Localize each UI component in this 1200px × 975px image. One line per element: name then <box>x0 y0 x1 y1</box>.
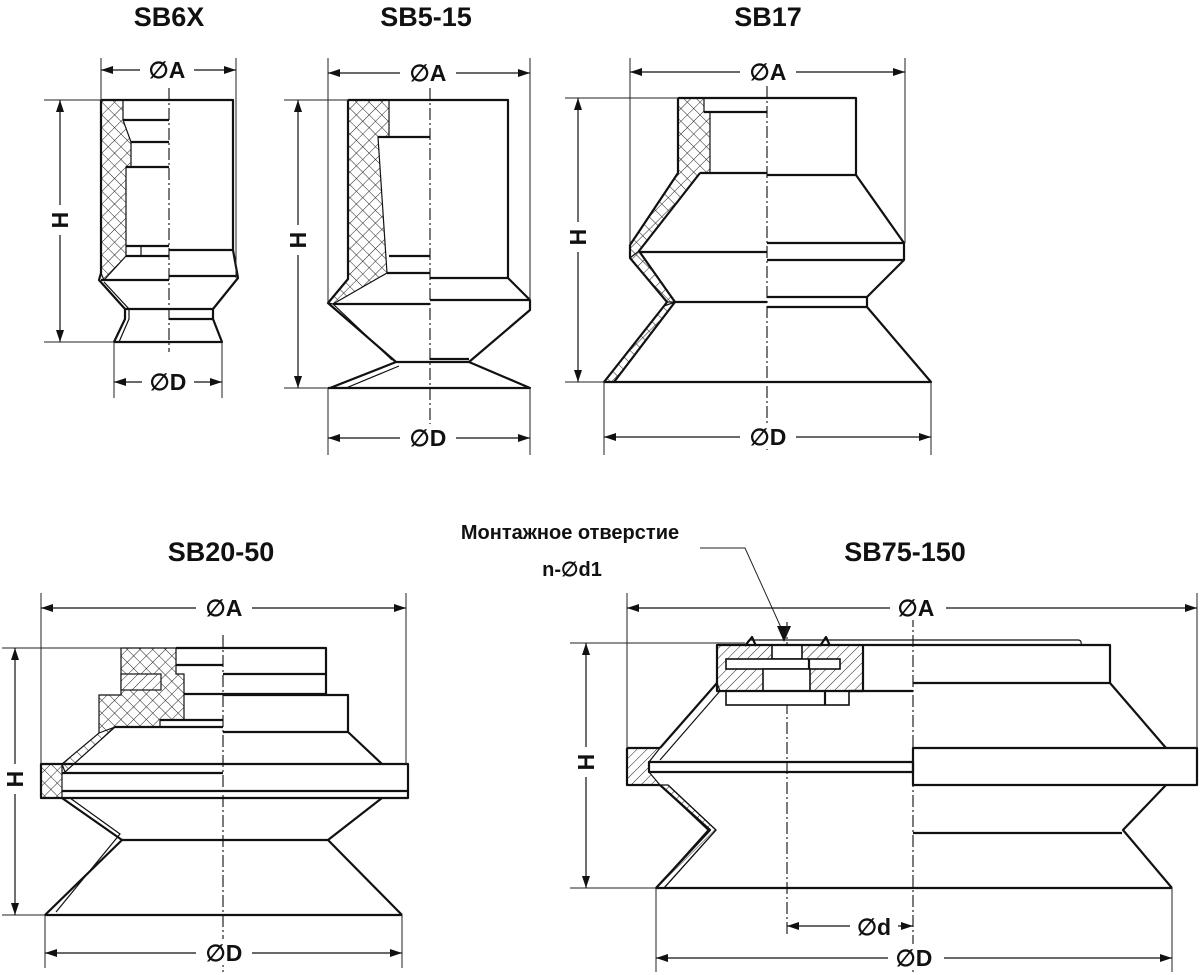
dimension-small-d-label: ∅d <box>857 914 891 940</box>
figure-sb17: SB17 ∅A <box>565 2 933 455</box>
dimension-h-label: H <box>285 232 311 249</box>
dimension-d-label: ∅D <box>410 425 447 451</box>
dimension-d: ∅D <box>327 388 531 455</box>
dimension-h-label: H <box>565 229 591 246</box>
dimension-h: H <box>44 99 114 343</box>
outline <box>603 96 933 384</box>
bellow-hatch <box>654 784 717 889</box>
leader-line <box>700 547 784 633</box>
figure-title: SB17 <box>734 2 802 32</box>
dimension-h-label: H <box>2 771 28 788</box>
figure-sb75-150: SB75-150 Монтажное отверстие n-∅d1 <box>461 522 1199 975</box>
flange-hatch <box>40 763 63 799</box>
lower-plate <box>725 690 850 706</box>
dimension-a-label: ∅A <box>149 57 186 83</box>
dimension-a: ∅A <box>327 58 531 303</box>
section-hatch <box>326 99 390 305</box>
section-hatch <box>629 97 711 260</box>
section-hatch <box>100 99 132 282</box>
dimension-d-label: ∅D <box>896 945 933 971</box>
section-hatch <box>98 647 185 742</box>
dimension-a-label: ∅A <box>206 595 243 621</box>
figure-title: SB20-50 <box>168 537 275 567</box>
dimension-d: ∅D <box>44 915 403 968</box>
mounting-hole-spec: n-∅d1 <box>542 559 602 581</box>
figure-sb6x: SB6X ∅A <box>44 2 240 398</box>
nut-slot <box>725 658 841 670</box>
section-hatch <box>61 726 116 774</box>
dimension-a-label: ∅A <box>750 59 787 85</box>
outline <box>39 646 410 917</box>
dimension-a: ∅A <box>100 56 237 278</box>
figure-sb20-50: SB20-50 ∅A <box>2 537 410 975</box>
dimension-h: H <box>570 642 745 889</box>
figure-sb5-15: SB5-15 ∅A H <box>284 2 532 455</box>
dimension-a: ∅A <box>629 58 906 245</box>
mounting-hole <box>771 644 803 660</box>
insert-hatch <box>120 673 162 691</box>
dimension-d-label: ∅D <box>750 424 787 450</box>
dimension-a-label: ∅A <box>410 60 447 86</box>
dimension-d: ∅D <box>113 342 223 398</box>
dimension-h: H <box>2 647 121 916</box>
flange-hatch <box>626 747 662 786</box>
dimension-a: ∅A <box>40 593 407 764</box>
dimension-d: ∅D <box>603 382 932 455</box>
dimension-d: ∅D <box>655 888 1173 972</box>
figure-title: SB5-15 <box>380 2 472 32</box>
dimension-h: H <box>284 99 348 389</box>
outline <box>97 98 240 344</box>
figure-title: SB6X <box>134 2 205 32</box>
dimension-d-label: ∅D <box>150 369 187 395</box>
dimension-small-d: ∅d <box>787 913 913 940</box>
dimension-a: ∅A <box>626 593 1198 748</box>
dimension-h-label: H <box>573 754 599 771</box>
mounting-hole-label: Монтажное отверстие <box>461 522 679 544</box>
section-hatch <box>629 250 677 303</box>
dimension-a-label: ∅A <box>898 595 935 621</box>
dimension-h-label: H <box>47 212 73 229</box>
outline <box>625 635 1199 890</box>
figure-title: SB75-150 <box>844 537 966 567</box>
hole-bore <box>762 668 811 692</box>
dimension-d-label: ∅D <box>206 940 243 966</box>
dimension-h: H <box>565 97 678 383</box>
